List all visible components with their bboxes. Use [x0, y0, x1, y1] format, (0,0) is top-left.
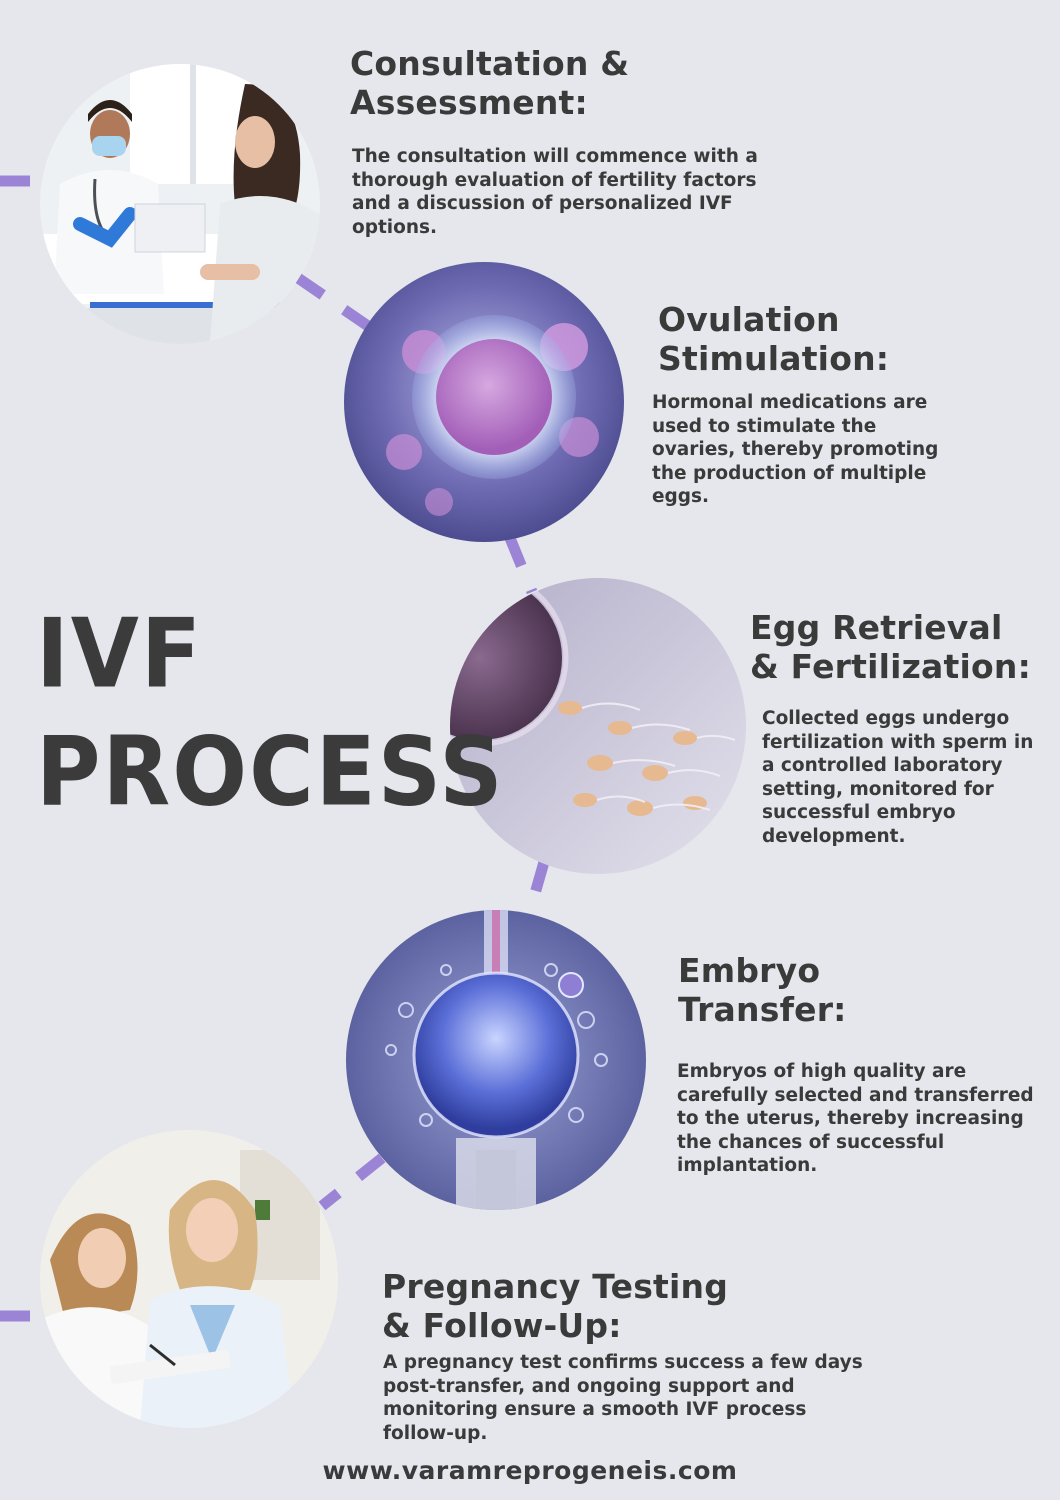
- step-description-consultation: The consultation will commence with a th…: [352, 146, 758, 238]
- embryo-transfer-photo: [346, 910, 646, 1210]
- step-title-consultation: Consultation & Assessment:: [350, 44, 630, 122]
- main-title-line2: PROCESS: [36, 715, 505, 828]
- step-title-embryo-transfer: Embryo Transfer:: [678, 951, 847, 1029]
- step-description-ovulation: Hormonal medications are used to stimula…: [652, 392, 939, 507]
- fertilization-photo: [450, 578, 746, 874]
- step-description-embryo-transfer: Embryos of high quality are carefully se…: [677, 1061, 1034, 1176]
- ovulation-photo: [344, 262, 624, 542]
- website-link[interactable]: www.varamreprogeneis.com: [322, 1456, 738, 1485]
- step-description-egg-retrieval: Collected eggs undergo fertilization wit…: [762, 708, 1034, 847]
- main-title-line1: IVF: [36, 597, 203, 710]
- step-title-pregnancy-testing: Pregnancy Testing & Follow-Up:: [382, 1267, 729, 1345]
- step-title-ovulation: Ovulation Stimulation:: [658, 300, 890, 378]
- consultation-photo: [40, 64, 320, 344]
- step-description-pregnancy-testing: A pregnancy test confirms success a few …: [383, 1352, 863, 1444]
- step-title-egg-retrieval: Egg Retrieval & Fertilization:: [750, 608, 1031, 686]
- follow-up-photo: [40, 1130, 338, 1428]
